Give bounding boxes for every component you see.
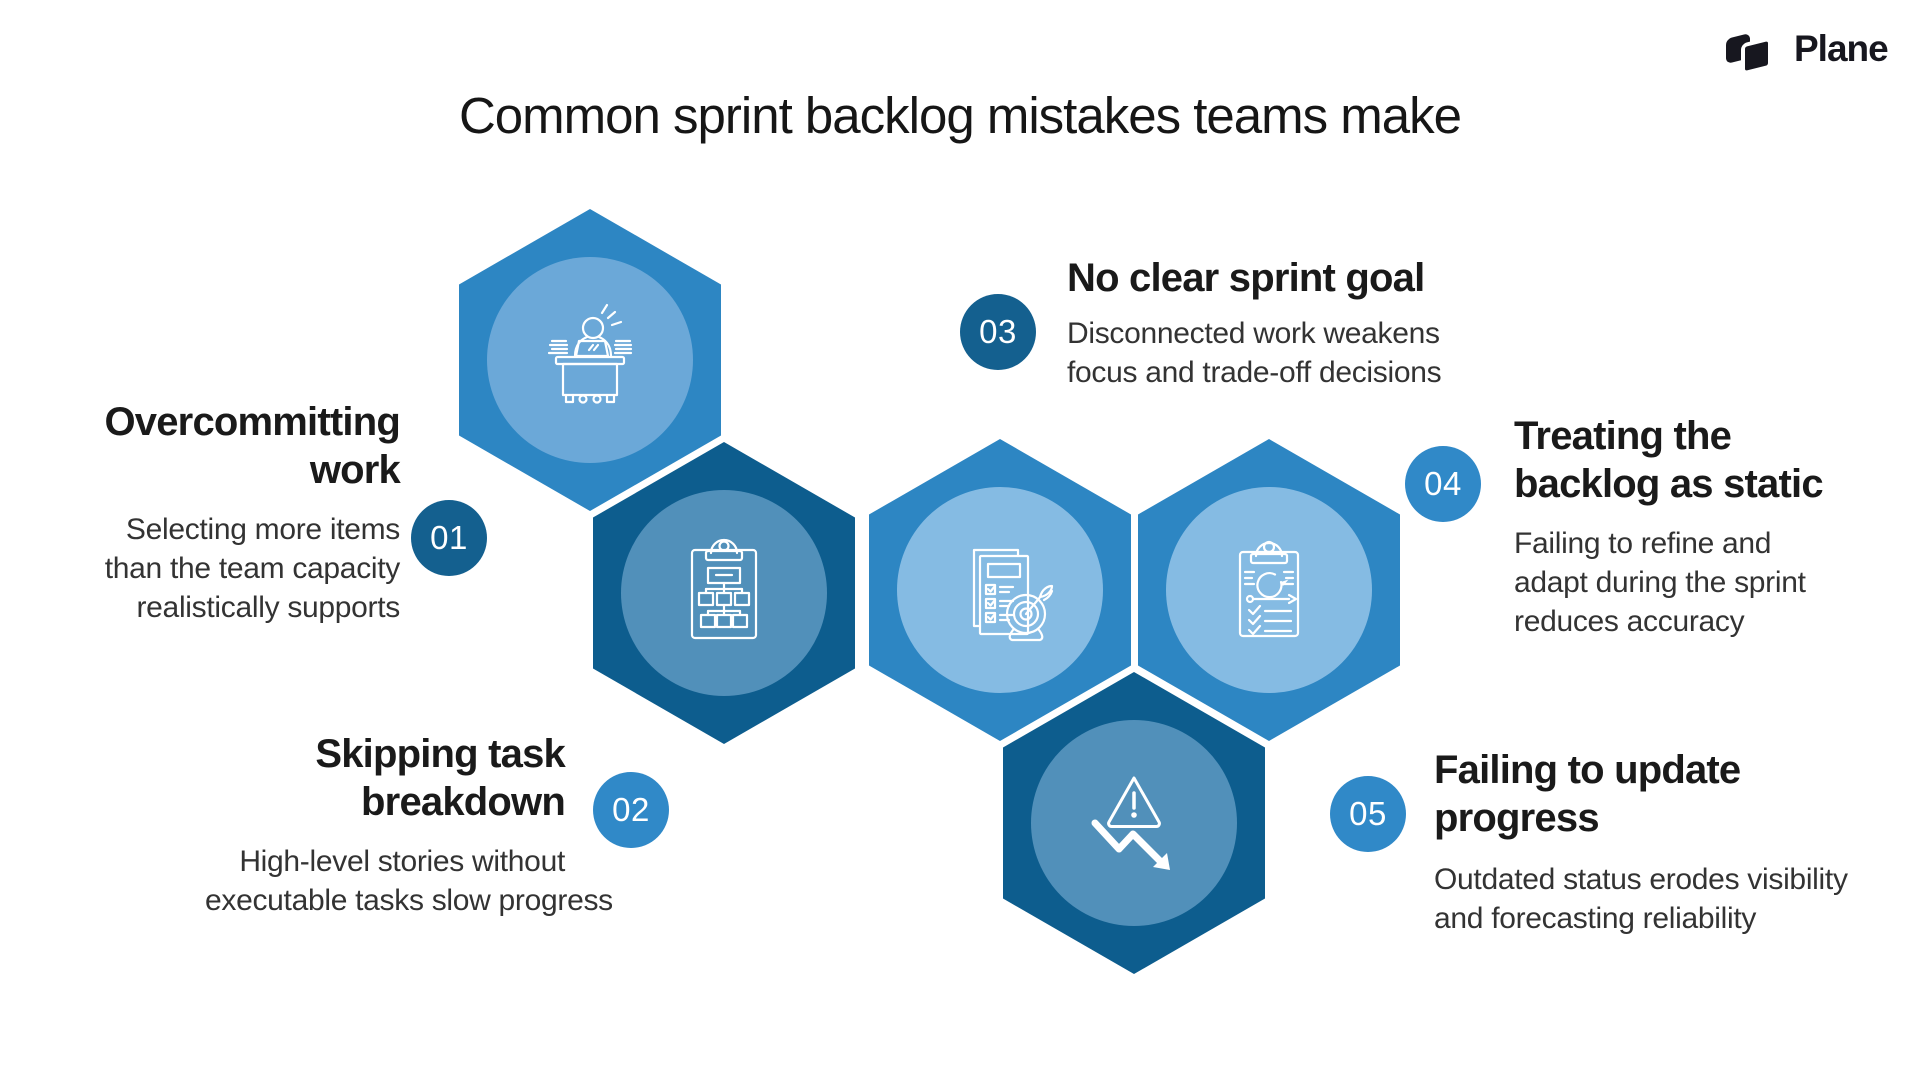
badge-02: 02 [593,772,669,848]
item-05-text-block: Failing to update progress Outdated stat… [1434,746,1914,938]
badge-05-number: 05 [1349,795,1387,832]
page-title: Common sprint backlog mistakes teams mak… [458,87,1462,144]
item-02-title-line-2: breakdown [361,780,566,824]
badge-03-number: 03 [979,313,1017,350]
hexagon-01 [459,209,721,511]
item-01-title-line-2: work [309,448,401,492]
item-03-title: No clear sprint goal [1067,254,1567,302]
badge-02-number: 02 [612,791,650,828]
badge-01-number: 01 [430,519,468,556]
item-02-title: Skipping task breakdown [205,730,565,826]
item-04-title-line-1: Treating the [1514,414,1732,458]
logo-pane-front [1741,36,1772,76]
item-04-title: Treating the backlog as static [1514,412,1914,508]
item-01-title: Overcommitting work [40,398,400,494]
item-01-desc-line-1: Selecting more items [125,513,400,546]
item-01-text-block: Overcommitting work Selecting more items… [40,398,400,627]
item-03-text-block: No clear sprint goal Disconnected work w… [1067,254,1567,392]
item-05-title-line-2: progress [1434,796,1600,840]
hexagon-04 [1138,439,1400,741]
plane-logo-icon [1726,28,1782,76]
item-02-desc-line-1: High-level stories without [239,845,565,878]
item-04-desc-line-3: reduces accuracy [1514,605,1745,638]
item-05-title-line-1: Failing to update [1434,748,1741,792]
item-02-title-line-1: Skipping task [315,732,565,776]
item-05-desc-line-2: and forecasting reliability [1434,902,1757,935]
checklist-target-icon [972,548,1054,642]
hexagon-05 [1003,672,1265,974]
badge-03: 03 [960,294,1036,370]
item-04-text-block: Treating the backlog as static Failing t… [1514,412,1914,641]
item-02-description: High-level stories without executable ta… [205,842,613,920]
item-02-text-block: Skipping task breakdown High-level stori… [205,730,613,920]
item-05-description: Outdated status erodes visibility and fo… [1434,860,1914,938]
badge-04-number: 04 [1424,465,1462,502]
hexagon-03 [869,439,1131,741]
hexagon-01-circle [487,257,693,463]
hexagon-04-circle [1166,487,1372,693]
org-chart-clipboard-icon [690,538,758,640]
item-03-title-line-1: No clear sprint goal [1067,256,1425,300]
hexagon-02-circle [621,490,827,696]
item-01-desc-line-2: than the team capacity [104,552,401,585]
hexagon-03-circle [897,487,1103,693]
hexagon-05-circle [1031,720,1237,926]
item-03-desc-line-2: focus and trade-off decisions [1067,356,1442,389]
item-03-description: Disconnected work weakens focus and trad… [1067,314,1567,392]
item-03-desc-line-1: Disconnected work weakens [1067,317,1440,350]
logo-brand-name: Plane [1794,28,1889,69]
overworked-person-icon [547,303,633,404]
badge-05: 05 [1330,776,1406,852]
warning-decline-icon [1091,776,1170,870]
refine-cycle-clipboard-icon [1238,540,1300,638]
item-05-title: Failing to update progress [1434,746,1914,842]
badge-04: 04 [1405,446,1481,522]
item-01-description: Selecting more items than the team capac… [40,510,401,627]
plane-logo: Plane [1726,28,1889,76]
item-01-title-line-1: Overcommitting [104,400,400,444]
item-05-desc-line-1: Outdated status erodes visibility [1434,863,1848,896]
hexagon-02 [593,442,855,744]
badge-01: 01 [411,500,487,576]
item-04-description: Failing to refine and adapt during the s… [1514,524,1914,641]
item-04-desc-line-1: Failing to refine and [1514,527,1772,560]
item-04-title-line-2: backlog as static [1514,462,1824,506]
item-01-desc-line-3: realistically supports [136,591,400,624]
item-04-desc-line-2: adapt during the sprint [1514,566,1806,599]
item-02-desc-line-2: executable tasks slow progress [205,884,613,917]
